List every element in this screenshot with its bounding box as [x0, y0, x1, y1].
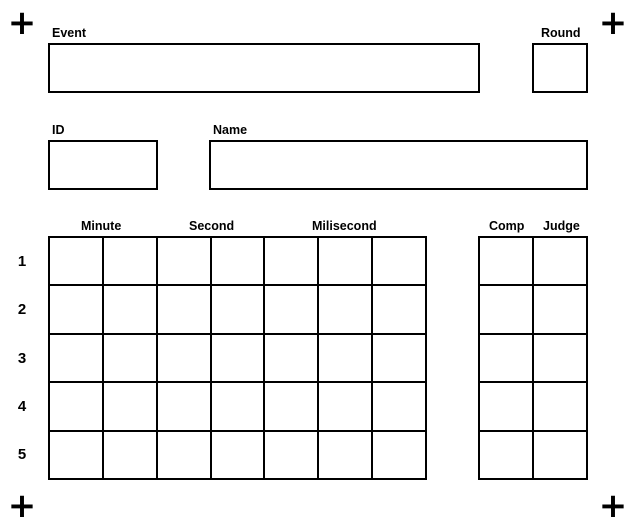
- time-digit-cell[interactable]: [157, 286, 212, 335]
- time-digit-cell[interactable]: [265, 238, 320, 287]
- comp-signature-cell[interactable]: [480, 238, 534, 287]
- time-digit-cell[interactable]: [211, 431, 266, 480]
- time-digit-cell[interactable]: [50, 334, 104, 384]
- name-field[interactable]: [209, 140, 588, 190]
- comp-signature-cell[interactable]: [480, 334, 534, 384]
- signature-grid: [478, 236, 588, 480]
- time-digit-cell[interactable]: [157, 334, 212, 384]
- time-digit-cell[interactable]: [211, 383, 266, 432]
- row-number: 1: [17, 253, 27, 270]
- registration-mark-bottom-right: +: [598, 486, 628, 526]
- time-digit-cell[interactable]: [50, 383, 104, 432]
- round-label: Round: [541, 26, 581, 40]
- time-digit-cell[interactable]: [103, 383, 158, 432]
- time-digit-cell[interactable]: [157, 383, 212, 432]
- time-digit-cell[interactable]: [319, 383, 374, 432]
- time-grid: [48, 236, 427, 480]
- time-digit-cell[interactable]: [211, 238, 266, 287]
- time-digit-cell[interactable]: [373, 286, 427, 335]
- time-digit-cell[interactable]: [103, 334, 158, 384]
- id-label: ID: [52, 123, 65, 137]
- time-digit-cell[interactable]: [319, 286, 374, 335]
- time-digit-cell[interactable]: [373, 383, 427, 432]
- time-digit-cell[interactable]: [265, 383, 320, 432]
- comp-signature-cell[interactable]: [480, 286, 534, 335]
- name-label: Name: [213, 123, 248, 137]
- comp-header: Comp: [489, 219, 525, 233]
- row-number: 5: [17, 446, 27, 463]
- time-digit-cell[interactable]: [373, 431, 427, 480]
- round-field[interactable]: [532, 43, 588, 93]
- time-digit-cell[interactable]: [50, 431, 104, 480]
- time-digit-cell[interactable]: [373, 334, 427, 384]
- time-digit-cell[interactable]: [103, 238, 158, 287]
- registration-mark-bottom-left: +: [7, 486, 37, 526]
- time-digit-cell[interactable]: [50, 238, 104, 287]
- registration-mark-top-left: +: [7, 3, 37, 43]
- row-number: 4: [17, 398, 27, 415]
- event-label: Event: [52, 26, 87, 40]
- registration-mark-top-right: +: [598, 3, 628, 43]
- second-header: Second: [189, 219, 235, 233]
- comp-signature-cell[interactable]: [480, 383, 534, 432]
- time-digit-cell[interactable]: [157, 431, 212, 480]
- time-digit-cell[interactable]: [319, 431, 374, 480]
- judge-header: Judge: [543, 219, 580, 233]
- time-digit-cell[interactable]: [157, 238, 212, 287]
- time-digit-cell[interactable]: [319, 334, 374, 384]
- row-number: 3: [17, 350, 27, 367]
- time-digit-cell[interactable]: [265, 286, 320, 335]
- time-digit-cell[interactable]: [50, 286, 104, 335]
- comp-signature-cell[interactable]: [480, 431, 534, 480]
- time-digit-cell[interactable]: [265, 334, 320, 384]
- time-digit-cell[interactable]: [373, 238, 427, 287]
- judge-signature-cell[interactable]: [534, 286, 588, 335]
- time-digit-cell[interactable]: [103, 286, 158, 335]
- event-field[interactable]: [48, 43, 480, 93]
- time-digit-cell[interactable]: [103, 431, 158, 480]
- id-field[interactable]: [48, 140, 158, 190]
- judge-signature-cell[interactable]: [534, 431, 588, 480]
- judge-signature-cell[interactable]: [534, 238, 588, 287]
- judge-signature-cell[interactable]: [534, 334, 588, 384]
- time-digit-cell[interactable]: [211, 334, 266, 384]
- time-digit-cell[interactable]: [211, 286, 266, 335]
- milisecond-header: Milisecond: [312, 219, 377, 233]
- judge-signature-cell[interactable]: [534, 383, 588, 432]
- row-number: 2: [17, 301, 27, 318]
- time-digit-cell[interactable]: [319, 238, 374, 287]
- minute-header: Minute: [81, 219, 122, 233]
- time-digit-cell[interactable]: [265, 431, 320, 480]
